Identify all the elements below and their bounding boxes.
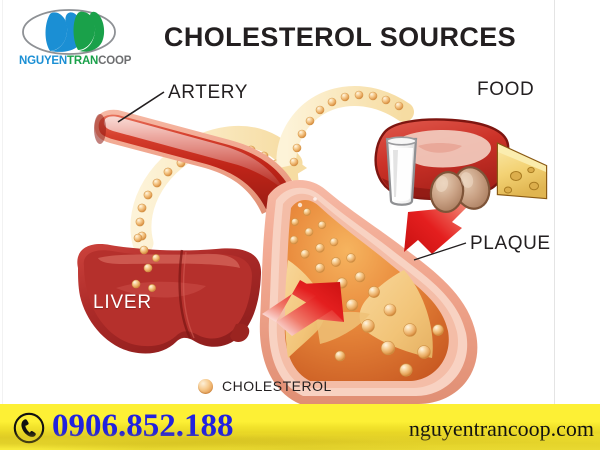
logo-text-coop: COOP bbox=[98, 55, 132, 67]
contact-website[interactable]: nguyentrancoop.com bbox=[408, 416, 594, 441]
contact-footer-bar: 0906.852.188 nguyentrancoop.com bbox=[0, 404, 600, 450]
artery-vessel bbox=[94, 109, 301, 214]
label-plaque: PLAQUE bbox=[470, 233, 551, 254]
logo-text-nguyen: NGUYEN bbox=[19, 55, 68, 67]
brand-logo[interactable]: NGUYENTRANCOOP bbox=[14, 8, 131, 74]
legend-label-cholesterol: CHOLESTEROL bbox=[222, 378, 332, 394]
frame-border-left bbox=[2, 0, 3, 404]
plaque-leader-line bbox=[413, 242, 467, 261]
phone-icon[interactable] bbox=[13, 412, 45, 444]
liver-organ bbox=[77, 233, 262, 354]
leader-lines bbox=[117, 91, 467, 261]
cholesterol-particle-icon bbox=[198, 378, 213, 394]
artery-leader-line bbox=[117, 91, 165, 123]
contact-phone-number[interactable]: 0906.852.188 bbox=[52, 408, 234, 444]
label-liver: LIVER bbox=[93, 292, 152, 313]
artery-cross-section bbox=[259, 179, 478, 404]
plaque-arrow-lower bbox=[262, 280, 344, 336]
page-title: CHOLESTEROL SOURCES bbox=[163, 22, 517, 52]
label-artery: ARTERY bbox=[168, 82, 248, 103]
nguyentran-oval-logo-icon bbox=[22, 9, 116, 55]
cholesterol-sources-illustration: NGUYENTRANCOOP CHOLESTEROL SOURCES ARTER… bbox=[2, 0, 555, 404]
milk-glass-icon bbox=[385, 136, 418, 206]
food-group bbox=[374, 118, 548, 213]
cholesterol-particles-in-artery bbox=[289, 208, 444, 377]
diagram-artwork bbox=[77, 86, 548, 404]
cheese-icon bbox=[496, 142, 548, 200]
label-food: FOOD bbox=[477, 79, 535, 100]
brand-logo-text: NGUYENTRANCOOP bbox=[19, 55, 131, 67]
eggs-icon bbox=[429, 166, 491, 213]
legend: CHOLESTEROL bbox=[198, 378, 332, 394]
logo-text-tran: TRAN bbox=[67, 55, 99, 67]
frame-border-right bbox=[554, 0, 555, 404]
